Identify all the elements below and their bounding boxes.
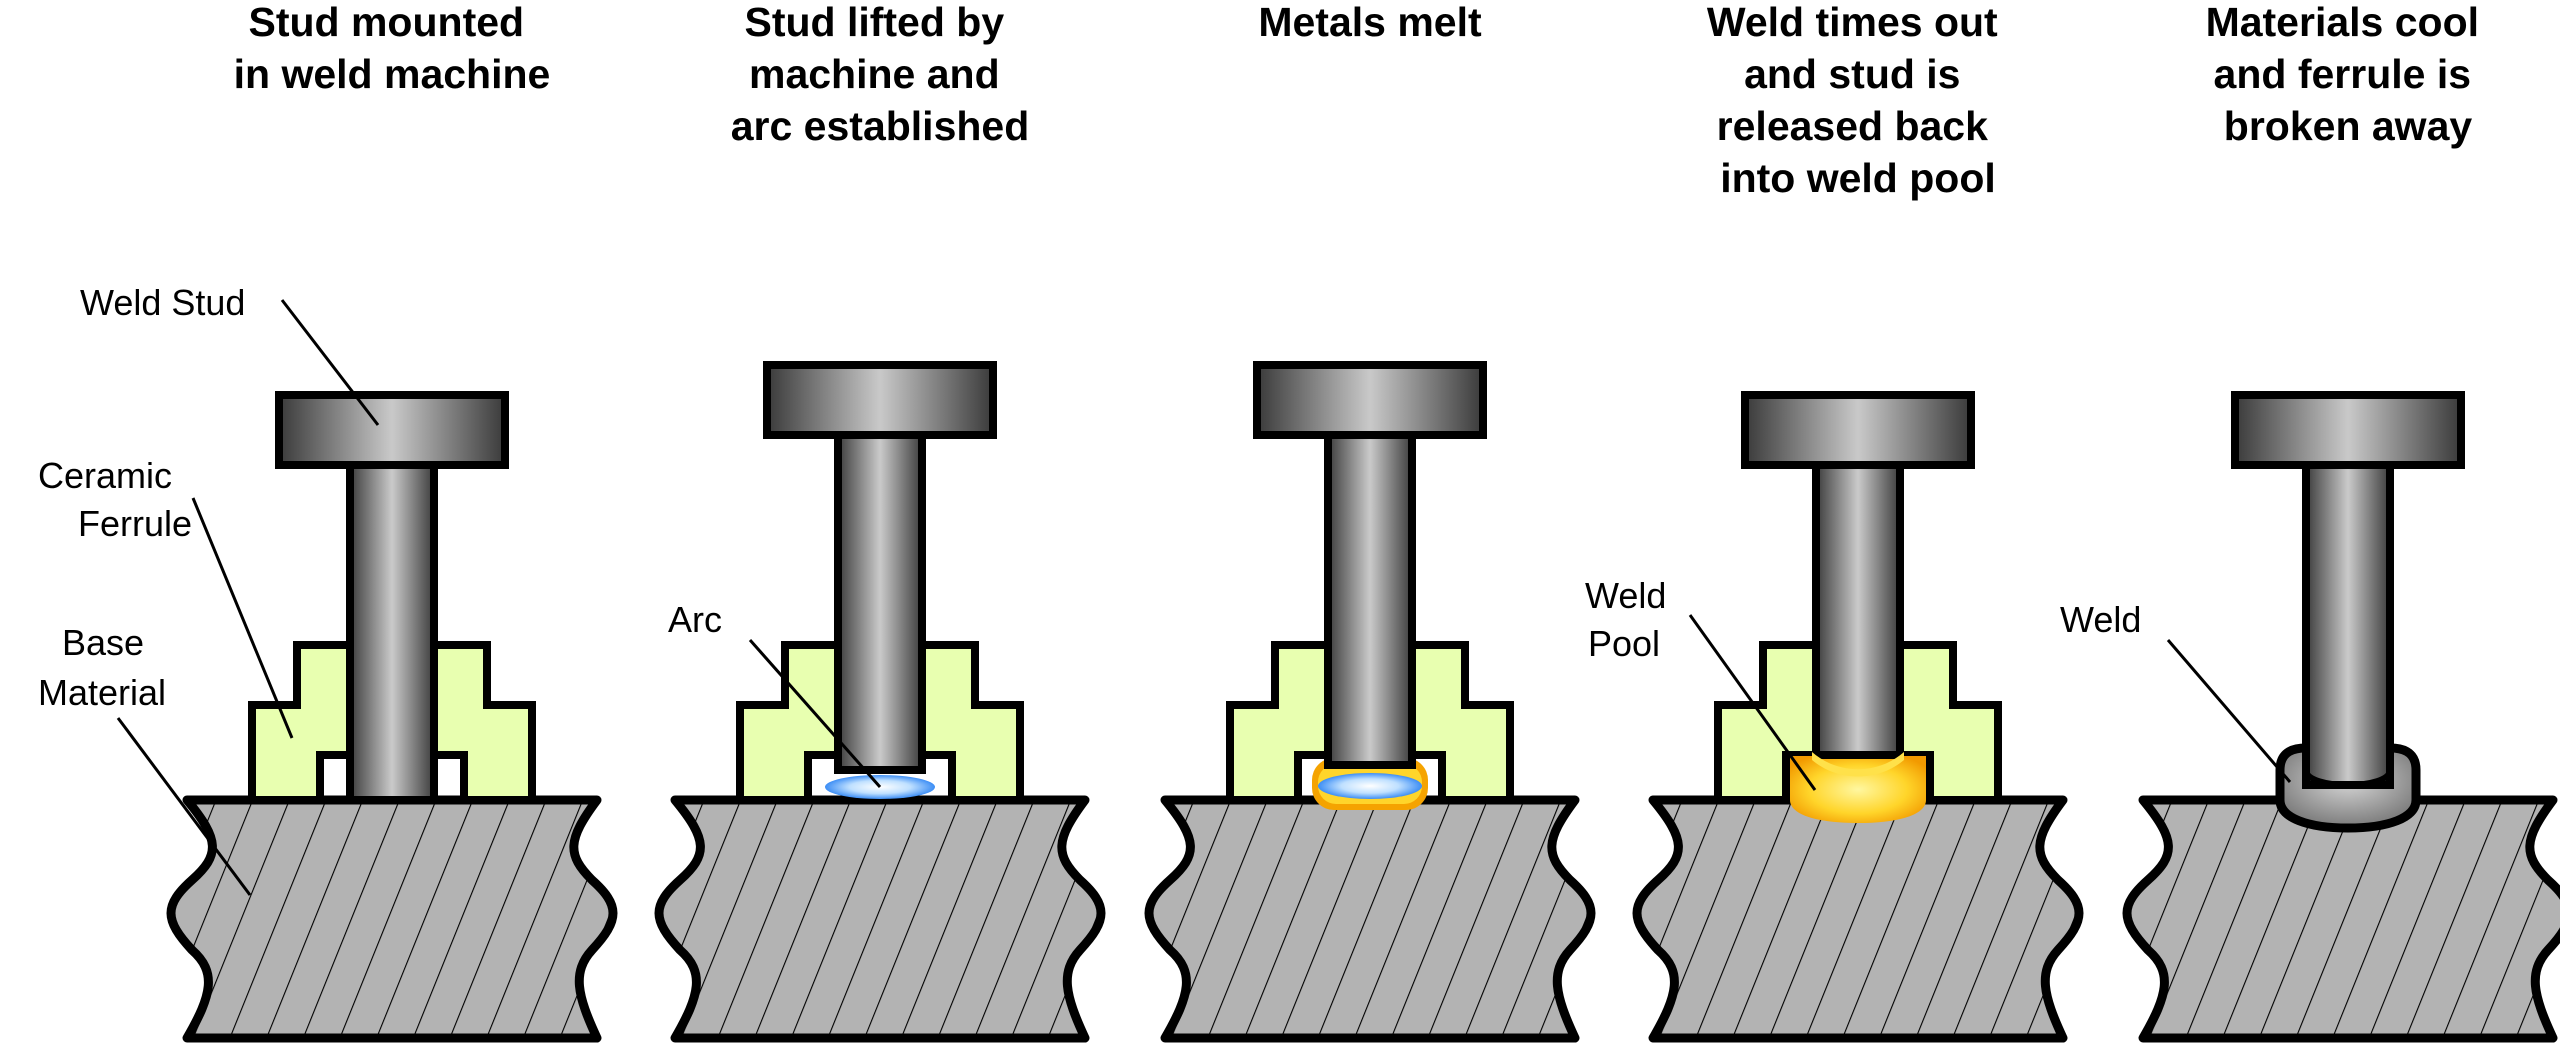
base-material-leader xyxy=(116,717,252,896)
panel-5-title: Materials cool and ferrule is broken awa… xyxy=(2206,0,2491,149)
ceramic-ferrule-label: Ceramic Ferrule xyxy=(38,455,192,544)
stud-shaft xyxy=(1324,421,1416,769)
stud-shaft xyxy=(2302,451,2394,789)
arc-glow xyxy=(1318,773,1422,799)
weld-pool xyxy=(1790,756,1926,823)
stud-tip-in-pool xyxy=(1812,752,1904,777)
base-material xyxy=(1632,795,2084,1043)
panel-4-title: Weld times out and stud is released back… xyxy=(1707,0,2009,201)
weld-pool-leader xyxy=(1688,614,1817,791)
stud-shaft xyxy=(1812,451,1904,759)
panel-2-arc xyxy=(654,361,1106,1043)
stud-shaft xyxy=(346,451,438,804)
panel-1-callouts: Weld Stud Ceramic Ferrule Base Material xyxy=(38,282,380,896)
panel-1-title: Stud mounted in weld machine xyxy=(234,0,551,97)
panel-4-callouts: Weld Pool xyxy=(1585,575,1817,791)
weld-pool-label: Weld Pool xyxy=(1585,575,1676,664)
weld-fillet-front xyxy=(2303,769,2393,788)
panel-1-mounted xyxy=(166,391,618,1043)
base-material-label: Base Material xyxy=(38,622,166,713)
panel-5-cooled xyxy=(2122,391,2560,1043)
base-material xyxy=(166,795,618,1043)
weld-leader xyxy=(2166,639,2292,783)
panel-4-pool xyxy=(1632,391,2084,1043)
arc-label: Arc xyxy=(668,599,722,640)
ceramic-ferrule-leader xyxy=(191,497,294,739)
stud-shaft xyxy=(834,421,926,774)
weld-label: Weld xyxy=(2060,599,2141,640)
base-material xyxy=(1144,795,1596,1043)
panel-2-title: Stud lifted by machine and arc establish… xyxy=(731,0,1030,149)
base-material xyxy=(2122,795,2560,1043)
weld-stud-leader xyxy=(280,299,380,426)
panel-titles: Stud mounted in weld machine Stud lifted… xyxy=(234,0,2491,201)
panel-5-callouts: Weld xyxy=(2060,599,2292,783)
weld-stud-label: Weld Stud xyxy=(80,282,245,323)
stud-head xyxy=(275,391,509,469)
base-material xyxy=(654,795,1106,1043)
arc-leader xyxy=(748,639,882,788)
stud-head xyxy=(2231,391,2465,469)
panel-2-callouts: Arc xyxy=(668,599,882,788)
panel-3-title: Metals melt xyxy=(1258,0,1482,45)
stud-head xyxy=(1253,361,1487,439)
stud-head xyxy=(1741,391,1975,469)
stud-head xyxy=(763,361,997,439)
panel-3-melt xyxy=(1144,361,1596,1043)
